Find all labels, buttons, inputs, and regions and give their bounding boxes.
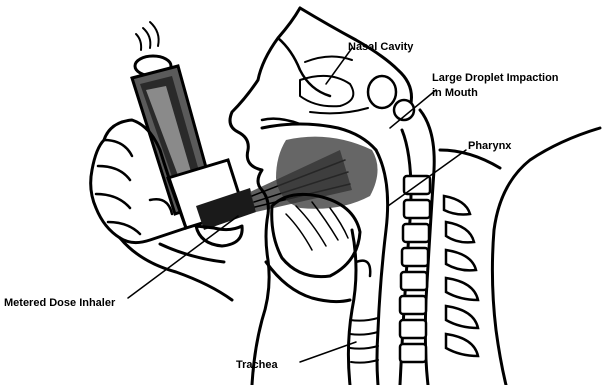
spinous-processes	[444, 196, 478, 356]
label-nasal-cavity: Nasal Cavity	[348, 41, 414, 53]
label-pharynx: Pharynx	[468, 140, 512, 152]
head-anatomy-drawing	[230, 8, 600, 385]
label-large-droplet-line1: Large Droplet Impaction	[432, 72, 559, 84]
vertebrae	[400, 176, 430, 362]
label-large-droplet-line2: in Mouth	[432, 87, 478, 99]
label-metered-dose-inhaler: Metered Dose Inhaler	[4, 297, 116, 309]
label-trachea: Trachea	[236, 359, 278, 371]
